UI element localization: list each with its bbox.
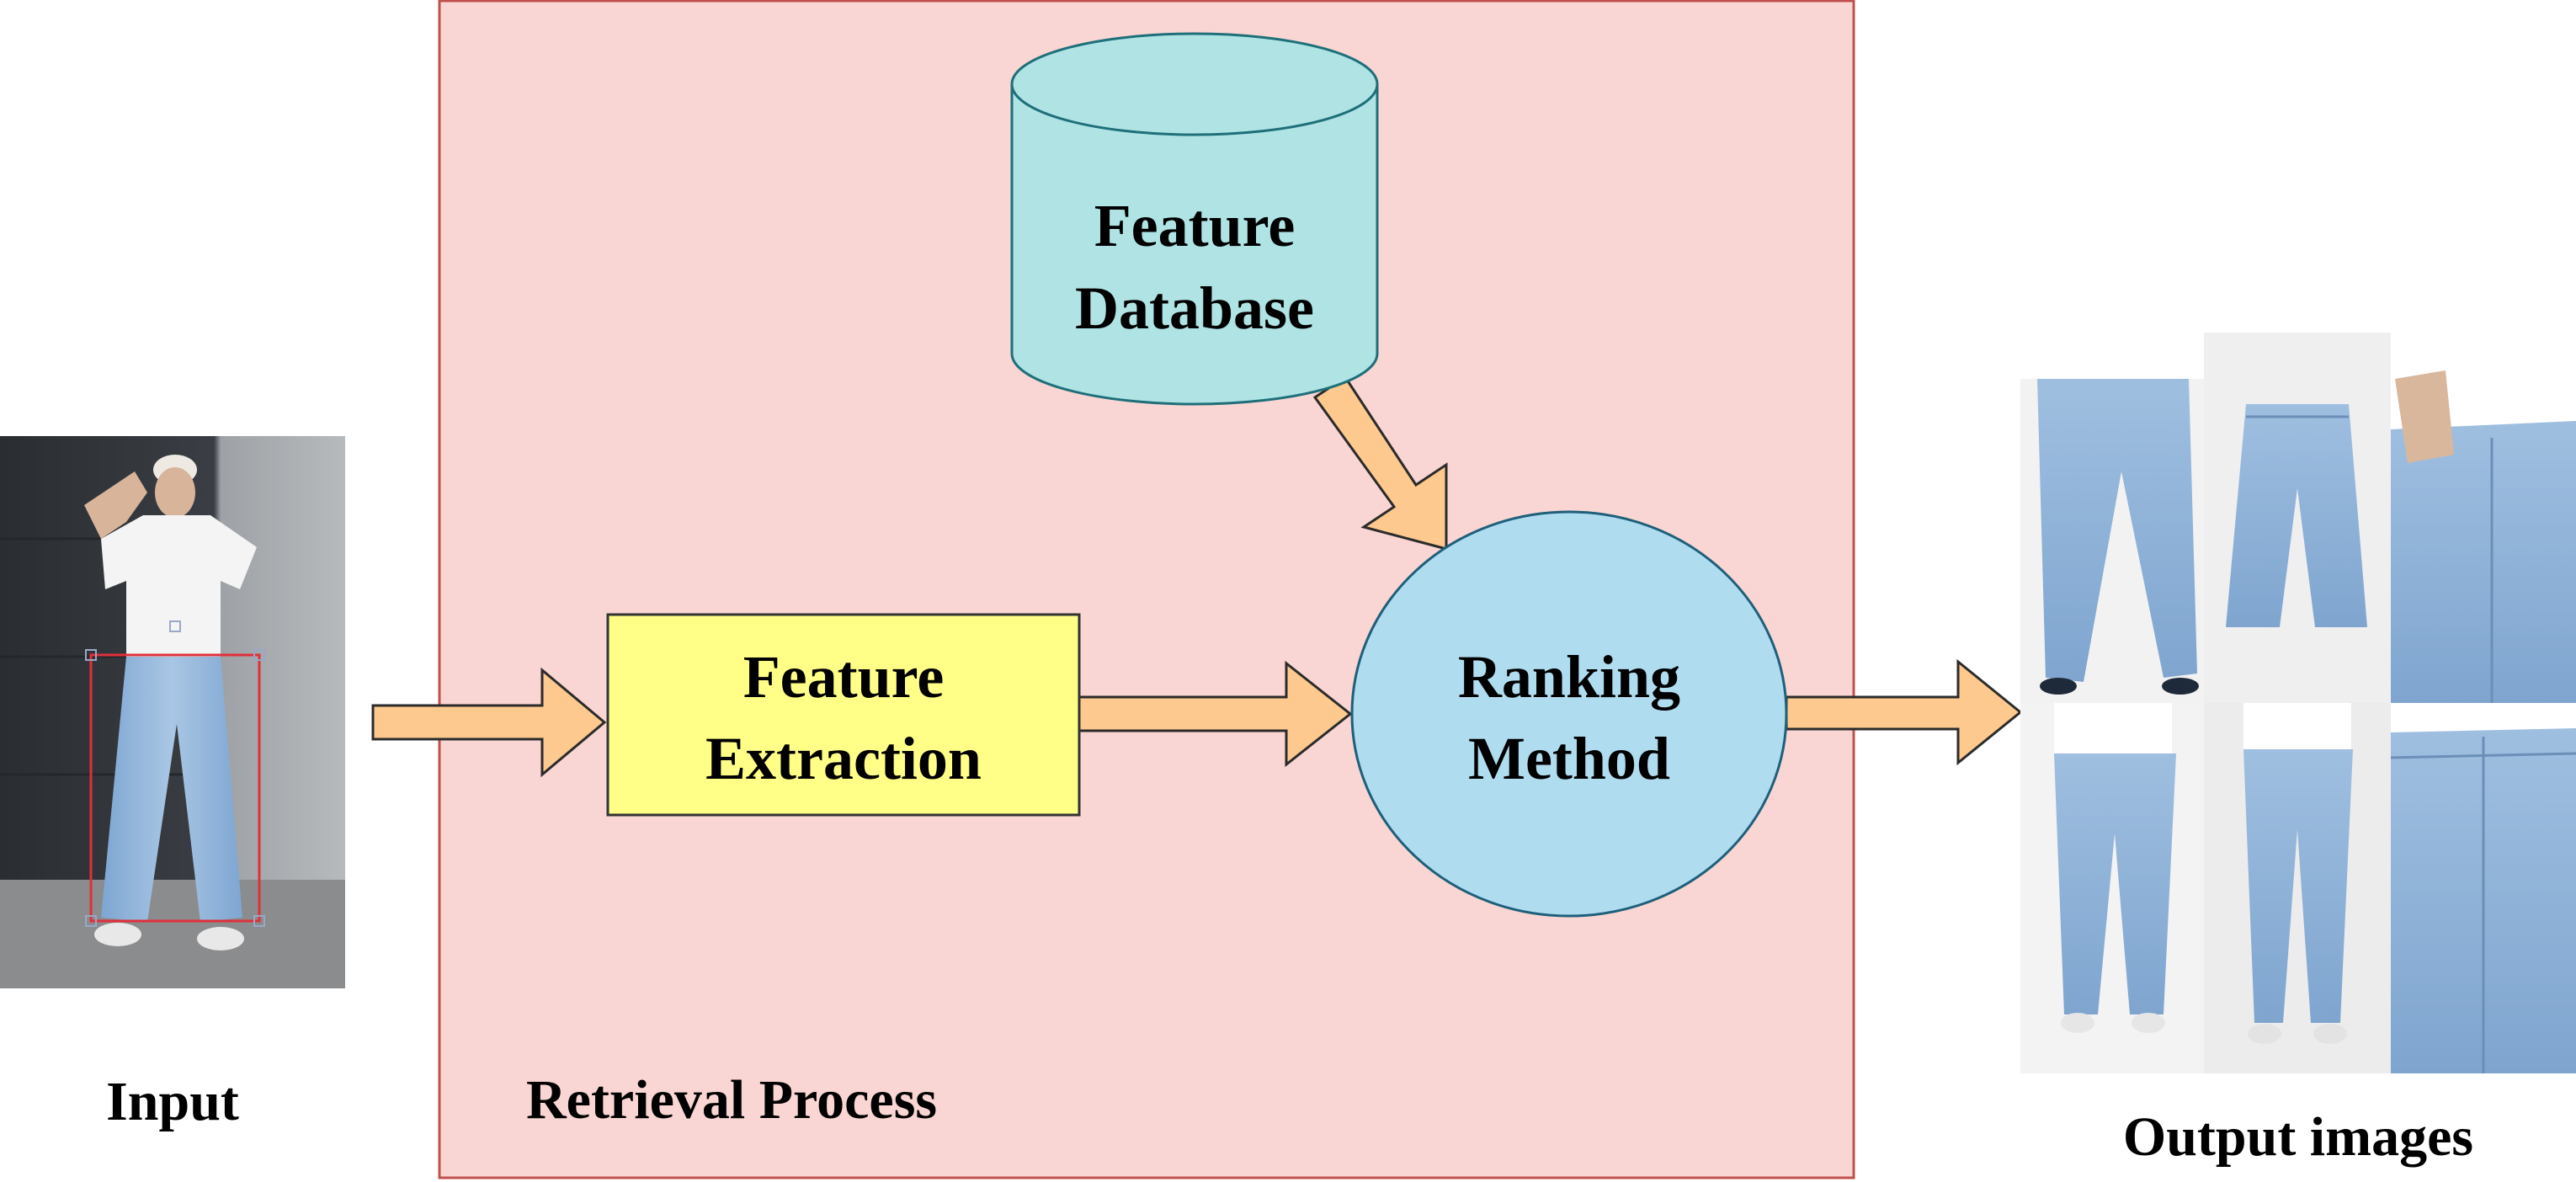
feature-database-node: Feature Database (1010, 32, 1379, 406)
output-images-grid (2020, 333, 2576, 1073)
output-image-1 (2020, 333, 2204, 703)
feature-extraction-node: Feature Extraction (606, 613, 1081, 817)
output-image-4 (2020, 703, 2204, 1073)
ranking-method-line2: Method (1468, 725, 1670, 792)
arrow-ranking-to-output (1785, 658, 2023, 766)
feature-extraction-line1: Feature (743, 643, 945, 711)
ranking-method-line1: Ranking (1458, 643, 1680, 711)
arrow-database-to-ranking (1312, 375, 1448, 551)
output-image-3 (2391, 333, 2576, 703)
arrow-input-to-extraction (371, 667, 607, 778)
input-image (0, 436, 345, 988)
ranking-method-node: Ranking Method (1350, 510, 1788, 918)
feature-database-line1: Feature (1094, 192, 1296, 259)
output-image-6 (2390, 703, 2576, 1073)
output-images-label: Output images (2123, 1106, 2473, 1168)
retrieval-process-label: Retrieval Process (526, 1069, 937, 1131)
input-label: Input (106, 1071, 239, 1132)
feature-extraction-line2: Extraction (705, 725, 982, 792)
output-image-5 (2204, 703, 2391, 1073)
arrow-extraction-to-ranking (1078, 660, 1353, 768)
output-image-2 (2204, 333, 2391, 703)
feature-database-line2: Database (1075, 274, 1314, 342)
